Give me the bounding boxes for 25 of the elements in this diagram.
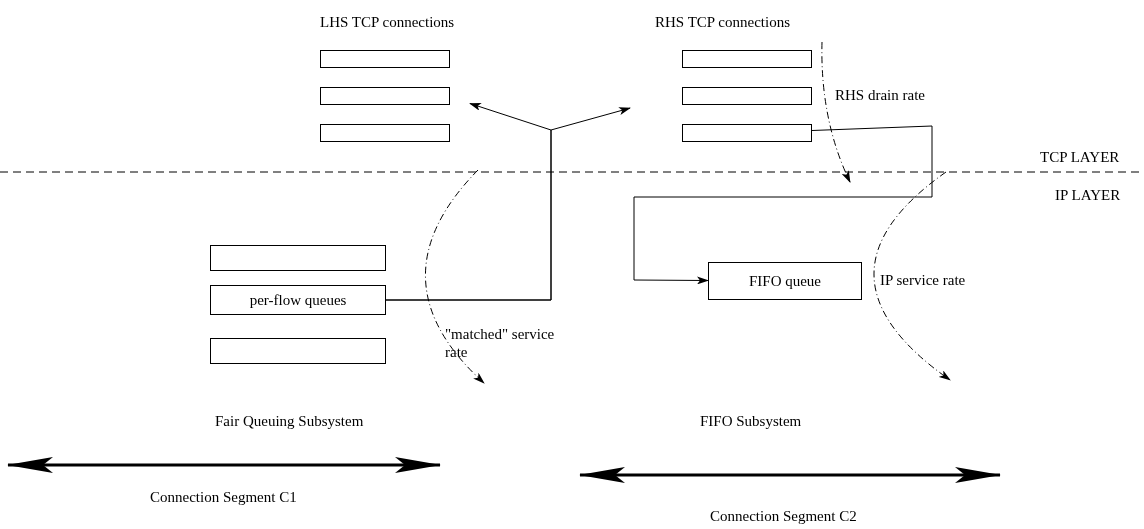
group-heading: LHS TCP connections <box>320 14 455 31</box>
queue-box <box>210 285 386 315</box>
buffer-box <box>682 124 812 142</box>
buffer-box <box>210 338 386 364</box>
buffer-box <box>682 87 812 105</box>
layer-label: IP LAYER <box>1055 186 1121 204</box>
queue-box <box>708 262 862 300</box>
rate-label: IP service rate <box>880 271 966 289</box>
arrow <box>385 107 631 301</box>
subsystem-label: FIFO Subsystem <box>700 412 802 430</box>
arrow <box>633 125 933 285</box>
buffer-box <box>320 50 450 68</box>
rate-label: RHS drain rate <box>835 86 925 104</box>
rate-label: "matched" service rate <box>445 325 556 361</box>
group-heading: RHS TCP connections <box>655 14 790 31</box>
node-label: FIFO queue <box>748 272 822 290</box>
layer-label: TCP LAYER <box>1040 148 1120 166</box>
segment-label: Connection Segment C1 <box>150 488 297 506</box>
buffer-box <box>320 87 450 105</box>
node-label: per-flow queues <box>249 291 347 309</box>
subsystem-label: Fair Queuing Subsystem <box>215 412 364 430</box>
buffer-box <box>682 50 812 68</box>
buffer-box <box>210 245 386 271</box>
segment-label: Connection Segment C2 <box>710 507 857 525</box>
buffer-box <box>320 124 450 142</box>
